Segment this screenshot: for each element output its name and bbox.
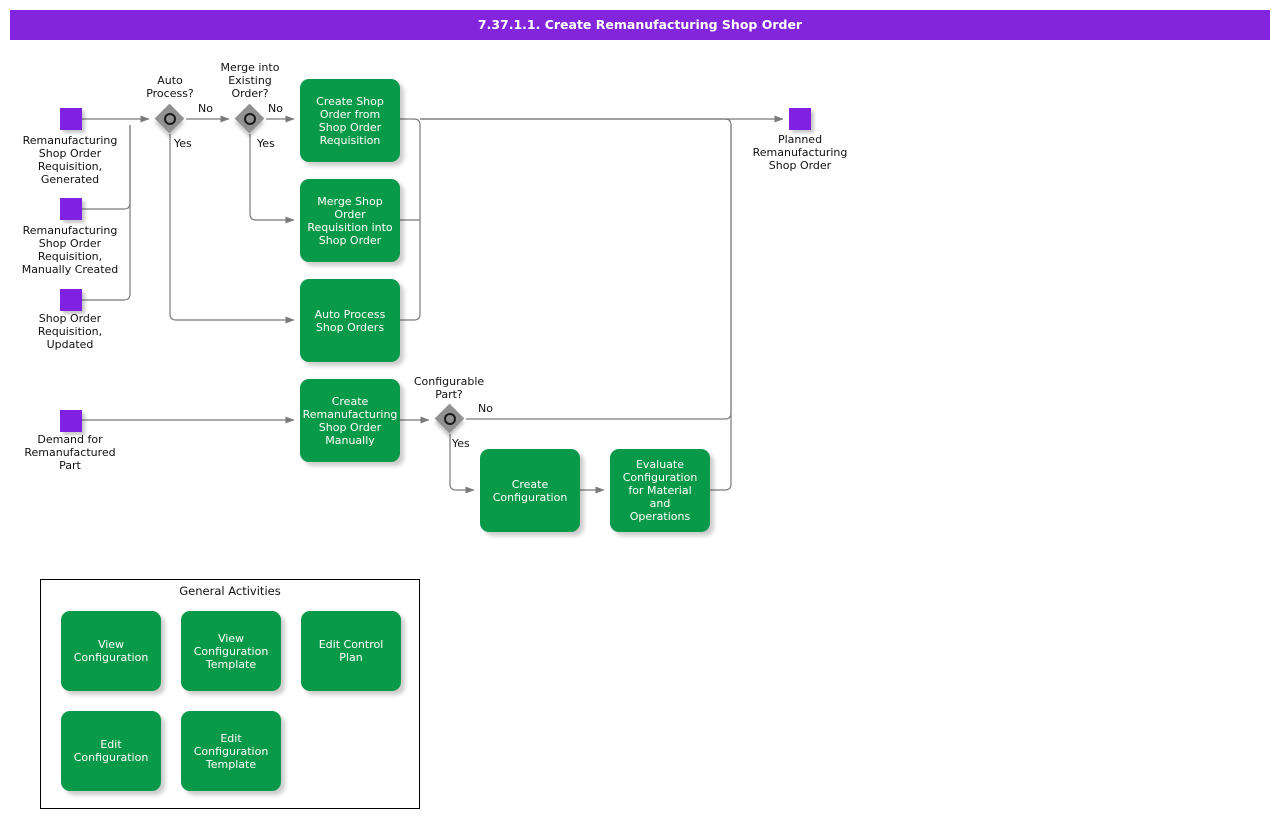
event-demand-for-remanufactured-part[interactable] <box>60 410 82 432</box>
connector-create-shop-order-to-right-bus <box>400 118 421 220</box>
activity-view-configuration[interactable]: View Configuration <box>61 611 161 691</box>
flow-label-auto-process-gateway-yes: Yes <box>174 137 192 150</box>
connector-configurable-no-to-right-bus <box>466 125 732 420</box>
gateway-circle-icon <box>444 413 456 425</box>
gateway-label-auto-process-gateway: Auto Process? <box>146 74 194 100</box>
connector-auto-process-yes-to-auto-process-box <box>169 134 295 324</box>
gateway-circle-icon <box>164 113 176 125</box>
flow-label-auto-process-gateway-no: No <box>198 102 213 115</box>
event-remanufacturing-shop-order-requisition-generated[interactable] <box>60 108 82 130</box>
flow-label-configurable-part-gateway-no: No <box>478 402 493 415</box>
activity-create-shop-order-from-shop-order-requisition[interactable]: Create Shop Order from Shop Order Requis… <box>300 79 400 162</box>
gateway-circle-icon <box>244 113 256 125</box>
gateway-auto-process-gateway[interactable] <box>154 103 185 134</box>
gateway-merge-into-existing-order-gateway[interactable] <box>234 103 265 134</box>
activity-merge-shop-order-requisition-into-shop-order[interactable]: Merge Shop Order Requisition into Shop O… <box>300 179 400 262</box>
gateway-configurable-part-gateway[interactable] <box>434 403 465 434</box>
flow-label-configurable-part-gateway-yes: Yes <box>452 437 470 450</box>
activity-edit-control-plan[interactable]: Edit Control Plan <box>301 611 401 691</box>
activity-edit-configuration-template[interactable]: Edit Configuration Template <box>181 711 281 791</box>
page-title: 7.37.1.1. Create Remanufacturing Shop Or… <box>477 17 803 32</box>
flow-label-merge-into-existing-order-gateway-yes: Yes <box>257 137 275 150</box>
gateway-label-configurable-part-gateway: Configurable Part? <box>413 375 485 401</box>
connector-evaluate-config-to-right-bus <box>710 125 732 491</box>
event-planned-remanufacturing-shop-order[interactable] <box>789 108 811 130</box>
event-label-planned-remanufacturing-shop-order: Planned Remanufacturing Shop Order <box>752 133 848 172</box>
event-remanufacturing-shop-order-requisition-manually-created[interactable] <box>60 198 82 220</box>
activity-edit-configuration[interactable]: Edit Configuration <box>61 711 161 791</box>
connector-right-bus-to-planned-top-rail <box>420 118 732 126</box>
activity-view-configuration-template[interactable]: View Configuration Template <box>181 611 281 691</box>
activity-auto-process-shop-orders[interactable]: Auto Process Shop Orders <box>300 279 400 362</box>
general-activities-title: General Activities <box>179 584 281 598</box>
activity-create-remanufacturing-shop-order-manually[interactable]: Create Remanufacturing Shop Order Manual… <box>300 379 400 462</box>
flow-label-merge-into-existing-order-gateway-no: No <box>268 102 283 115</box>
event-label-demand-for-remanufactured-part: Demand for Remanufactured Part <box>24 433 116 472</box>
activity-create-configuration[interactable]: Create Configuration <box>480 449 580 532</box>
connector-auto-process-box-to-right-bus <box>400 220 421 321</box>
event-shop-order-requisition-updated[interactable] <box>60 289 82 311</box>
event-label-remanufacturing-shop-order-requisition-manually-created: Remanufacturing Shop Order Requisition, … <box>21 224 119 276</box>
event-label-remanufacturing-shop-order-requisition-generated: Remanufacturing Shop Order Requisition, … <box>22 134 118 186</box>
event-label-shop-order-requisition-updated: Shop Order Requisition, Updated <box>37 312 103 351</box>
activity-evaluate-configuration-for-material-and-operations[interactable]: Evaluate Configuration for Material and … <box>610 449 710 532</box>
header-bar: 7.37.1.1. Create Remanufacturing Shop Or… <box>10 10 1270 40</box>
gateway-label-merge-into-existing-order-gateway: Merge into Existing Order? <box>220 61 280 100</box>
